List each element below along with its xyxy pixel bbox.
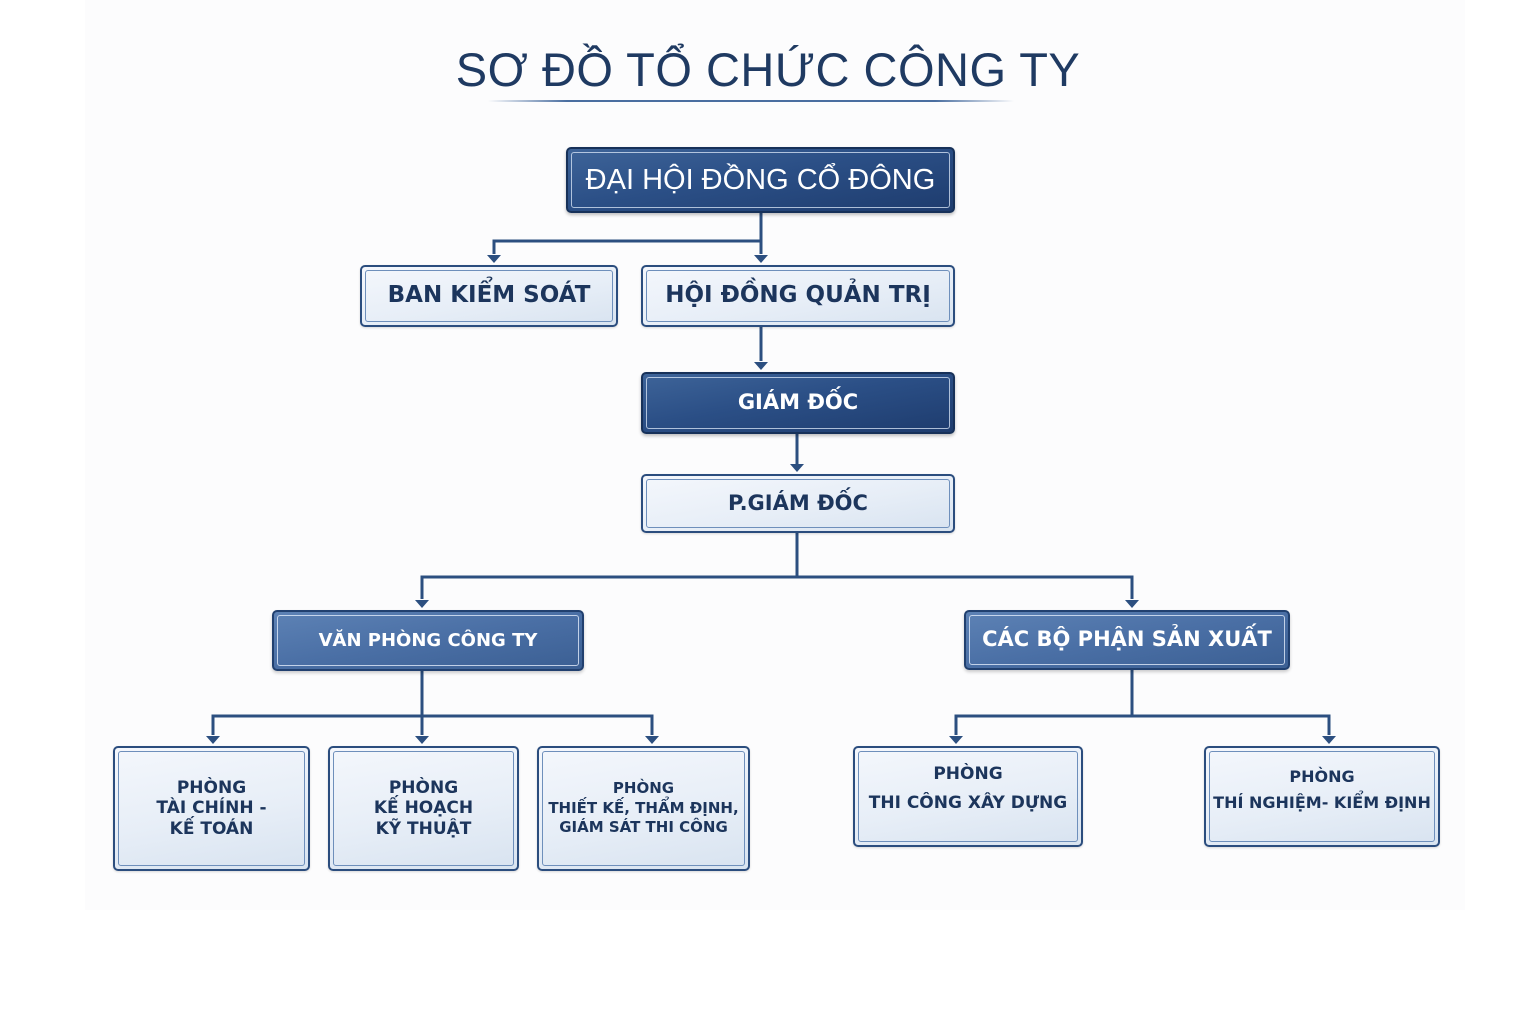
node-label-line: KỸ THUẬT	[375, 818, 472, 839]
node-board-of-directors[interactable]: HỘI ĐỒNG QUẢN TRỊ	[641, 265, 955, 327]
node-label-line: PHÒNG	[176, 777, 247, 798]
node-planning-technical[interactable]: PHÒNG KẾ HOẠCH KỸ THUẬT	[328, 746, 519, 871]
node-label-line: PHÒNG	[388, 777, 459, 798]
node-label: CÁC BỘ PHẬN SẢN XUẤT	[982, 627, 1272, 652]
node-label: ĐẠI HỘI ĐỒNG CỔ ĐÔNG	[585, 163, 936, 196]
node-label: HỘI ĐỒNG QUẢN TRỊ	[665, 282, 931, 309]
node-label: GIÁM ĐỐC	[737, 390, 859, 415]
node-label-line: TÀI CHÍNH -	[156, 798, 267, 819]
arrowhead-design	[645, 736, 659, 744]
node-supervisory-board[interactable]: BAN KIỂM SOÁT	[360, 265, 618, 327]
arrowhead-supervisory-board	[487, 255, 501, 263]
arrowhead-production-units	[1125, 600, 1139, 608]
arrowhead-board-of-directors	[754, 255, 768, 263]
node-company-office[interactable]: VĂN PHÒNG CÔNG TY	[272, 610, 584, 671]
arrowhead-director	[754, 362, 768, 370]
connector-shareholders-supervisory	[492, 239, 761, 254]
node-label: P.GIÁM ĐỐC	[728, 490, 868, 515]
node-construction[interactable]: PHÒNG THI CÔNG XÂY DỰNG	[853, 746, 1083, 847]
title-underline	[488, 100, 1014, 102]
chart-title: SƠ ĐỒ TỔ CHỨC CÔNG TY	[455, 43, 1081, 96]
node-label: VĂN PHÒNG CÔNG TY	[318, 629, 538, 651]
node-label-line: PHÒNG	[1289, 766, 1355, 786]
arrowhead-construction	[949, 736, 963, 744]
arrowhead-deputy-director	[790, 464, 804, 472]
node-label-line: GIÁM SÁT THI CÔNG	[559, 818, 728, 837]
node-label-line: THÍ NGHIỆM- KIỂM ĐỊNH	[1213, 792, 1431, 812]
arrowhead-testing	[1322, 736, 1336, 744]
node-deputy-director[interactable]: P.GIÁM ĐỐC	[641, 474, 955, 533]
connector-production-branches	[954, 714, 1331, 735]
node-label-line: KẾ HOẠCH	[373, 798, 474, 819]
node-label-line: PHÒNG	[612, 779, 675, 798]
node-label: BAN KIỂM SOÁT	[387, 282, 591, 309]
arrowhead-finance	[206, 736, 220, 744]
node-design-appraisal[interactable]: PHÒNG THIẾT KẾ, THẨM ĐỊNH, GIÁM SÁT THI …	[537, 746, 750, 871]
connector-deputy-branches	[420, 575, 1134, 599]
node-production-units[interactable]: CÁC BỘ PHẬN SẢN XUẤT	[964, 610, 1290, 670]
node-label-line: PHÒNG	[933, 764, 1003, 785]
node-label-line: THI CÔNG XÂY DỰNG	[868, 792, 1068, 813]
arrowhead-company-office	[415, 600, 429, 608]
node-shareholders[interactable]: ĐẠI HỘI ĐỒNG CỔ ĐÔNG	[566, 147, 955, 213]
node-finance-accounting[interactable]: PHÒNG TÀI CHÍNH - KẾ TOÁN	[113, 746, 310, 871]
node-testing-inspection[interactable]: PHÒNG THÍ NGHIỆM- KIỂM ĐỊNH	[1204, 746, 1440, 847]
node-label-line: THIẾT KẾ, THẨM ĐỊNH,	[548, 798, 739, 817]
node-label-line: KẾ TOÁN	[169, 818, 254, 839]
arrowhead-planning	[415, 736, 429, 744]
node-director[interactable]: GIÁM ĐỐC	[641, 372, 955, 434]
connector-office-branches	[211, 714, 654, 735]
